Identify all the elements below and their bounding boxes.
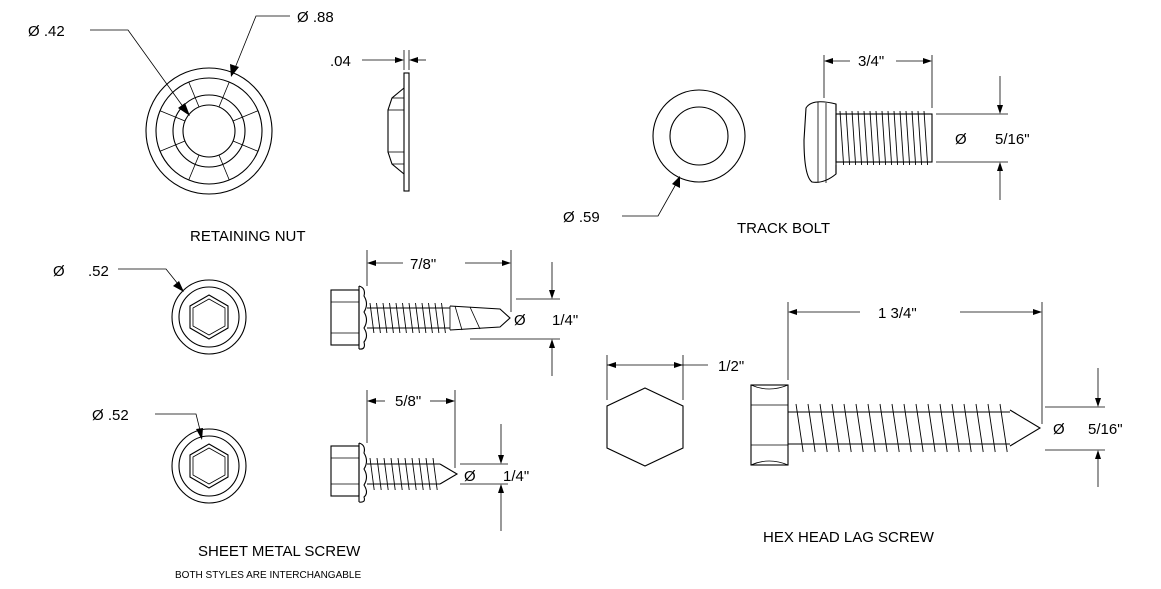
lag-screw-title: HEX HEAD LAG SCREW xyxy=(763,529,935,546)
washer-diameter-label: Ø .59 xyxy=(563,209,600,226)
lag-screw-hex-end-view xyxy=(606,355,708,467)
lag-screw-side-view xyxy=(750,302,1105,487)
retaining-nut-front-view xyxy=(145,67,273,195)
retaining-nut-inner-leader xyxy=(90,29,190,116)
sheet-metal-screw-title: SHEET METAL SCREW xyxy=(198,543,361,560)
interchangeable-note: BOTH STYLES ARE INTERCHANGABLE xyxy=(175,570,361,581)
sheet-screw-2-diameter-symbol: Ø xyxy=(464,468,476,485)
nut-inner-diameter-label: Ø .42 xyxy=(28,23,65,40)
retaining-nut-side-view xyxy=(362,50,426,192)
lag-screw-length-label: 1 3/4" xyxy=(878,305,917,322)
track-bolt-diameter-symbol: Ø xyxy=(955,131,967,148)
sheet-screw-1-length-label: 7/8" xyxy=(410,256,436,273)
retaining-nut-outer-leader xyxy=(230,15,290,77)
sheet-screw-1-head-symbol: Ø xyxy=(53,263,65,280)
sheet-screw-1-diameter-label: 1/4" xyxy=(552,312,578,329)
sheet-screw-2-head-view xyxy=(155,413,247,504)
sheet-screw-2-head-diameter: Ø .52 xyxy=(92,407,129,424)
track-bolt-title: TRACK BOLT xyxy=(737,220,830,237)
lag-screw-hex-width-label: 1/2" xyxy=(718,358,744,375)
track-bolt-diameter-label: 5/16" xyxy=(995,131,1030,148)
nut-outer-diameter-label: Ø .88 xyxy=(297,9,334,26)
nut-thickness-label: .04 xyxy=(330,53,351,70)
lag-screw-diameter-symbol: Ø xyxy=(1053,421,1065,438)
track-bolt-washer xyxy=(622,89,746,217)
track-bolt-side-view xyxy=(803,55,1008,200)
sheet-screw-1-head-view xyxy=(118,268,247,355)
sheet-screw-2-side-view xyxy=(330,390,508,531)
sheet-screw-2-length-label: 5/8" xyxy=(395,393,421,410)
retaining-nut-title: RETAINING NUT xyxy=(190,228,306,245)
lag-screw-diameter-label: 5/16" xyxy=(1088,421,1123,438)
sheet-screw-1-side-view xyxy=(330,250,560,376)
sheet-screw-2-diameter-label: 1/4" xyxy=(503,468,529,485)
sheet-screw-1-diameter-symbol: Ø xyxy=(514,312,526,329)
sheet-screw-1-head-diameter: .52 xyxy=(88,263,109,280)
track-bolt-length-label: 3/4" xyxy=(858,53,884,70)
